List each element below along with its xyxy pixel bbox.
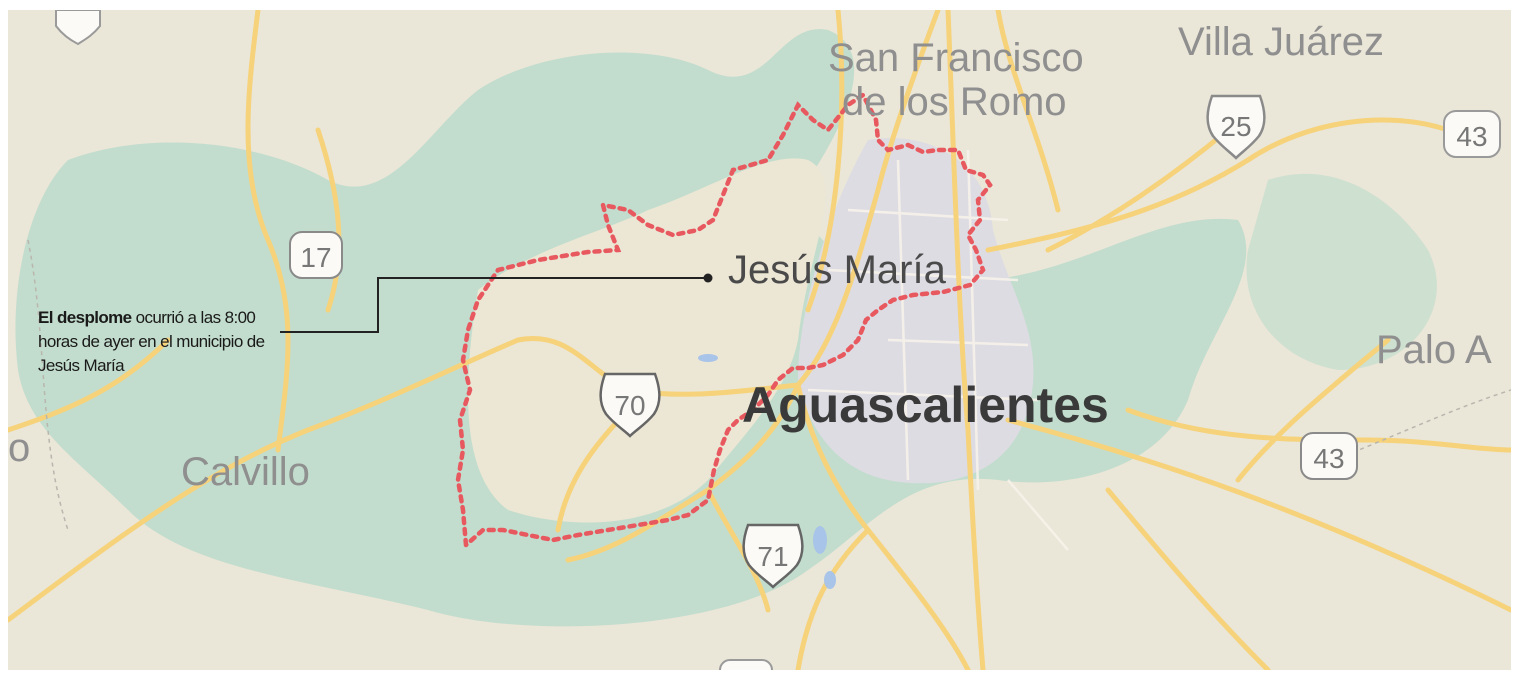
- place-label-san-francisco-de-los-romo: San Francisco de los Romo: [828, 36, 1084, 124]
- water-bodies: [698, 354, 836, 589]
- state-boundary: [27, 239, 1511, 531]
- plain-area: [468, 158, 826, 523]
- place-label-partial-left: o: [8, 426, 31, 470]
- main-roads: [8, 10, 1511, 670]
- highway-shield-partial-bottom: [719, 659, 773, 670]
- place-label-aguascalientes: Aguascalientes: [742, 377, 1109, 433]
- svg-text:25: 25: [1220, 111, 1251, 142]
- map-canvas: 17 70 71 25 43 43: [8, 10, 1511, 670]
- place-label-calvillo: Calvillo: [181, 450, 310, 494]
- svg-text:43: 43: [1456, 121, 1487, 152]
- svg-text:43: 43: [1313, 443, 1344, 474]
- map[interactable]: 17 70 71 25 43 43 San Francisc: [8, 10, 1511, 670]
- highway-shield-71: 71: [742, 523, 804, 589]
- minor-roads: [807, 149, 1069, 551]
- highway-shield-25: 25: [1206, 94, 1266, 160]
- svg-text:70: 70: [614, 390, 645, 421]
- place-label-jesus-maria: Jesús María: [728, 248, 946, 292]
- highway-shield-17: 17: [289, 231, 343, 279]
- highway-shield-partial-top: [55, 10, 101, 46]
- highway-shield-70: 70: [599, 372, 661, 438]
- place-label-villa-juarez: Villa Juárez: [1178, 20, 1385, 64]
- callout-text: El desplome ocurrió a las 8:00 horas de …: [38, 306, 298, 378]
- svg-text:71: 71: [757, 541, 788, 572]
- callout-bold: El desplome: [38, 308, 132, 327]
- callout-body: ocurrió a las 8:00 horas de ayer en el m…: [38, 308, 265, 375]
- municipal-boundary: [455, 91, 993, 548]
- place-label-palo-alto: Palo A: [1376, 328, 1492, 372]
- place-label-line-1: San Francisco: [828, 36, 1084, 80]
- highway-shield-43-top: 43: [1443, 110, 1501, 158]
- callout-leader: [280, 273, 713, 333]
- place-label-line-2: de los Romo: [842, 80, 1067, 124]
- svg-text:17: 17: [300, 242, 331, 273]
- highway-shield-43-bottom: 43: [1300, 432, 1358, 480]
